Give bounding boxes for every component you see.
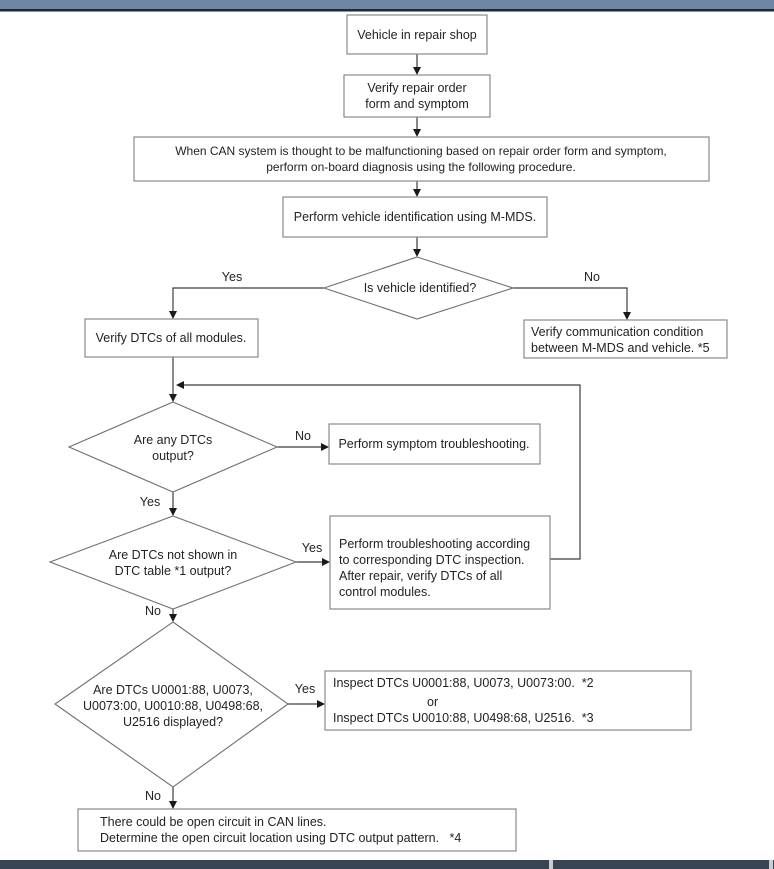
node-box (343, 74, 491, 118)
node-label: After repair, verify DTCs of all (339, 569, 502, 583)
node-box (523, 319, 728, 359)
flow-decision-are-any-dtcs-output: Are any DTCs output? (67, 401, 279, 493)
edge-identified-no (513, 287, 628, 313)
flow-node-perform-troubleshooting-dtc: Perform troubleshooting according to cor… (329, 515, 551, 610)
decision-label: DTC table *1 output? (115, 564, 232, 578)
arrowhead-icon (413, 129, 421, 137)
arrowhead-icon (169, 394, 177, 402)
branch-label-yes: Yes (302, 541, 322, 555)
node-label: Perform symptom troubleshooting. (338, 437, 529, 451)
flow-node-vehicle-in-repair-shop: Vehicle in repair shop (346, 14, 488, 55)
flow-node-verify-communication-condition: Verify communication condition between M… (523, 319, 728, 359)
node-label: perform on-board diagnosis using the fol… (266, 160, 576, 174)
branch-label-yes: Yes (222, 270, 242, 284)
node-box (133, 136, 710, 182)
branch-label-no: No (295, 429, 311, 443)
node-label: or (427, 695, 438, 709)
flow-node-perform-vehicle-identification: Perform vehicle identification using M-M… (282, 196, 548, 238)
branch-label-no: No (145, 604, 161, 618)
flow-node-verify-dtcs-all-modules: Verify DTCs of all modules. (84, 318, 259, 358)
arrowhead-icon (169, 508, 177, 516)
node-box (77, 808, 517, 852)
flow-decision-dtcs-displayed: Are DTCs U0001:88, U0073, U0073:00, U001… (54, 621, 289, 788)
decision-diamond (67, 401, 279, 493)
arrowhead-icon (413, 67, 421, 75)
node-label: When CAN system is thought to be malfunc… (175, 144, 667, 158)
decision-label: Are any DTCs (134, 433, 213, 447)
arrowhead-icon (169, 801, 177, 809)
node-box (282, 196, 548, 238)
connector-lines (169, 54, 631, 809)
flow-decision-dtcs-not-in-table: Are DTCs not shown in DTC table *1 outpu… (48, 515, 298, 610)
decision-label: Is vehicle identified? (364, 281, 477, 295)
footer-divider (549, 860, 553, 869)
arrowhead-icon (413, 189, 421, 197)
node-label: between M-MDS and vehicle. *5 (531, 341, 710, 355)
arrowhead-icon (317, 700, 325, 708)
arrowhead-icon (322, 558, 330, 566)
flow-node-perform-symptom-troubleshooting: Perform symptom troubleshooting. (328, 423, 541, 465)
node-label: Perform troubleshooting according (339, 537, 530, 551)
node-label: Inspect DTCs U0010:88, U0498:68, U2516. … (333, 711, 594, 725)
decision-label: U0073:00, U0010:88, U0498:68, (83, 699, 263, 713)
edge-identified-yes (172, 287, 324, 312)
decision-label: output? (152, 449, 194, 463)
flow-node-open-circuit: There could be open circuit in CAN lines… (77, 808, 517, 852)
arrowhead-icon (623, 312, 631, 320)
footer-bar (0, 860, 774, 869)
header-bar-edge (0, 9, 774, 12)
node-box (329, 515, 551, 610)
decision-diamond (322, 256, 515, 320)
node-label: Inspect DTCs U0001:88, U0073, U0073:00. … (333, 676, 594, 690)
node-label: Determine the open circuit location usin… (100, 831, 461, 845)
edge-feedback-loop (183, 384, 581, 560)
decision-label: U2516 displayed? (123, 715, 223, 729)
decision-label: Are DTCs not shown in (109, 548, 238, 562)
node-box (328, 423, 541, 465)
node-label: to corresponding DTC inspection. (339, 553, 525, 567)
arrowhead-icon (169, 614, 177, 622)
branch-label-yes: Yes (140, 495, 160, 509)
branch-label-no: No (145, 789, 161, 803)
decision-label: Are DTCs U0001:88, U0073, (93, 683, 253, 697)
node-label: Verify communication condition (531, 325, 703, 339)
arrowhead-icon (169, 311, 177, 319)
arrowhead-icon (413, 249, 421, 257)
branch-label-yes: Yes (295, 682, 315, 696)
flow-node-inspect-dtcs: Inspect DTCs U0001:88, U0073, U0073:00. … (324, 670, 692, 731)
flow-decision-is-vehicle-identified: Is vehicle identified? (322, 256, 515, 320)
header-bar (0, 0, 774, 9)
flow-node-verify-repair-order: Verify repair order form and symptom (343, 74, 491, 118)
node-box (324, 670, 692, 731)
node-label: Perform vehicle identification using M-M… (294, 210, 536, 224)
node-label: form and symptom (365, 97, 469, 111)
arrowhead-icon (176, 381, 184, 389)
flow-node-when-can-malfunctioning: When CAN system is thought to be malfunc… (133, 136, 710, 182)
branch-label-no: No (584, 270, 600, 284)
node-label: Verify DTCs of all modules. (96, 331, 247, 345)
arrowhead-icon (321, 443, 329, 451)
node-label: Verify repair order (367, 81, 466, 95)
node-box (346, 14, 488, 55)
footer-divider (769, 860, 773, 869)
decision-diamond (54, 621, 289, 788)
node-label: There could be open circuit in CAN lines… (100, 815, 327, 829)
node-label: Vehicle in repair shop (357, 28, 477, 42)
node-box (84, 318, 259, 358)
decision-diamond (48, 515, 298, 610)
node-label: control modules. (339, 585, 431, 599)
